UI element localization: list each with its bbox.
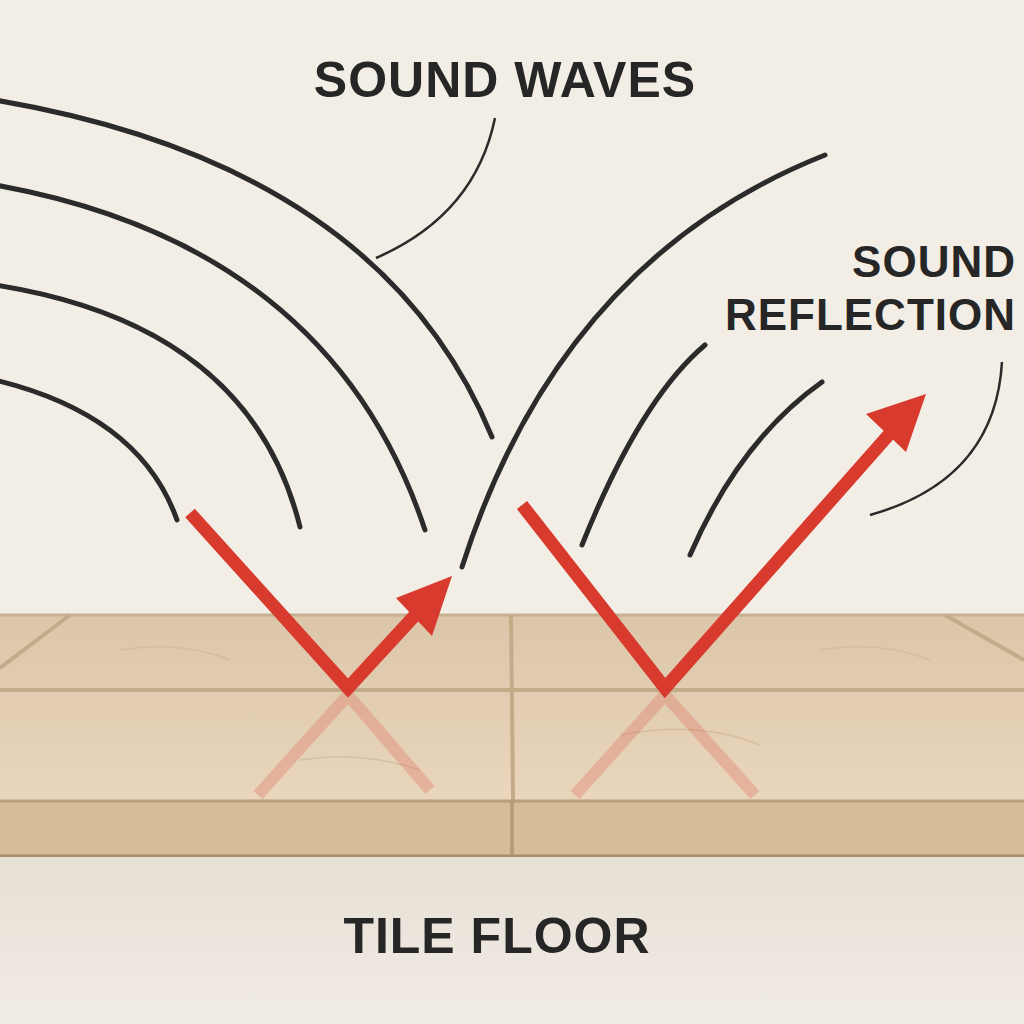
grout-line	[510, 800, 514, 856]
wave-arc	[582, 345, 705, 545]
floor-front-edge	[0, 800, 1024, 856]
arrow-path	[522, 430, 893, 688]
wave-arc	[0, 100, 492, 437]
grout-line	[945, 615, 1024, 660]
arrow-path	[190, 513, 418, 688]
grout-line	[511, 615, 513, 800]
leader-line	[376, 118, 495, 258]
wave-arc	[0, 380, 177, 520]
arrow-reflection	[258, 695, 755, 795]
wave-arc	[462, 155, 825, 567]
ground	[0, 857, 1024, 1024]
label-text: SOUND WAVES	[314, 52, 696, 108]
label-text: SOUND REFLECTION	[725, 237, 1016, 339]
grout-line	[0, 615, 70, 668]
wave-arc	[0, 285, 300, 527]
arrow-reflection	[575, 695, 755, 795]
marble-vein	[120, 647, 930, 770]
callout-label: SOUND WAVES	[0, 50, 1010, 110]
label-text: TILE FLOOR	[343, 908, 650, 964]
floor-label: TILE FLOOR	[0, 906, 994, 966]
reflection-arrow	[522, 394, 926, 688]
wave-arc	[0, 185, 425, 530]
callout-label: SOUND REFLECTION	[714, 236, 1016, 342]
floor-surface	[0, 614, 1024, 802]
arrow-reflection	[258, 695, 430, 795]
arrowhead	[396, 576, 452, 636]
reflection-arrow	[190, 513, 452, 688]
arrowhead	[866, 394, 926, 452]
sound-waves	[0, 100, 825, 567]
